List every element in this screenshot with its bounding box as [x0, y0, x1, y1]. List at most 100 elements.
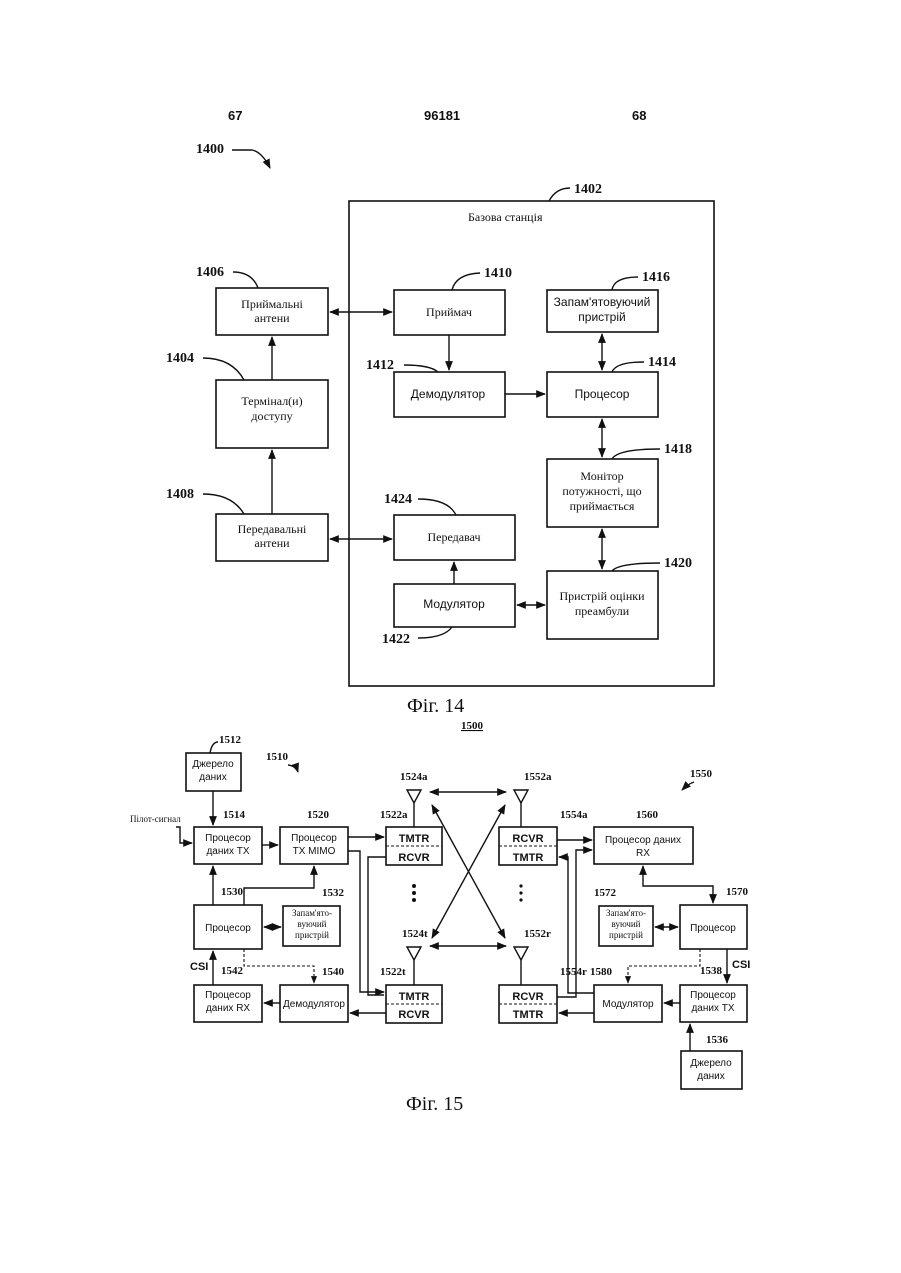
preamble-estimator-ref: 1420	[664, 556, 692, 571]
trx-right-top-ref: 1554a	[560, 809, 588, 821]
figure-15: 1500 1510 1550 1512 Джерело даних Пілот-…	[130, 720, 750, 1115]
trx-right-bottom-rcvr: RCVR	[512, 991, 543, 1003]
tx-antennas-ref: 1408	[166, 487, 194, 502]
rx-data-processor-right-label-1: Процесор даних	[605, 835, 681, 846]
rx-data-processor-right-ref: 1560	[636, 809, 659, 821]
tx-antennas-label-2: антени	[254, 536, 290, 550]
memory-left-label-3: пристрій	[295, 930, 329, 940]
rx-antennas-label-1: Приймальні	[241, 297, 303, 311]
memory-right-label-3: пристрій	[609, 930, 643, 940]
rx-antennas-ref: 1406	[196, 265, 224, 280]
modulator-label: Модулятор	[423, 597, 485, 611]
rx-data-processor-right-label-2: RX	[636, 848, 650, 859]
data-source-left-label-1: Джерело	[192, 759, 234, 770]
demodulator-left-ref: 1540	[322, 966, 345, 978]
csi-left-label: CSI	[190, 961, 208, 973]
fig14-ref-arrow	[232, 150, 270, 168]
trx-left-bottom-ref: 1522t	[380, 966, 406, 978]
tx-data-processor-right-label-2: даних TX	[691, 1003, 734, 1014]
tx-data-processor-left-label-2: даних TX	[206, 846, 249, 857]
power-monitor-ref: 1418	[664, 442, 692, 457]
memory-left-ref: 1532	[322, 887, 345, 899]
antenna-left-bottom-ref: 1524t	[402, 928, 428, 940]
base-station-label: Базова станція	[468, 210, 543, 224]
antenna-right-top-ref: 1552a	[524, 771, 552, 783]
tx-data-processor-right-label-1: Процесор	[690, 990, 736, 1001]
trx-left-top-ref: 1522a	[380, 809, 408, 821]
antenna-left-top-ref: 1524a	[400, 771, 428, 783]
base-station-leader	[549, 188, 570, 201]
memory-right-ref: 1572	[594, 887, 617, 899]
demodulator-label: Демодулятор	[411, 387, 486, 401]
trx-left-top-rcvr: RCVR	[398, 852, 429, 864]
tx-data-processor-right-ref: 1538	[700, 965, 723, 977]
modulator-right-ref: 1580	[590, 966, 613, 978]
transmitter-label: Передавач	[428, 530, 481, 544]
trx-left-bottom-tmtr: TMTR	[399, 991, 430, 1003]
base-station-ref: 1402	[574, 182, 602, 197]
antenna-right-top	[514, 790, 528, 827]
trx-right-bottom-tmtr: TMTR	[513, 1009, 544, 1021]
tx-antennas-label-1: Передавальні	[238, 522, 307, 536]
trx-left-bottom-rcvr: RCVR	[398, 1009, 429, 1021]
memory-ref: 1416	[642, 270, 670, 285]
pilot-label: Пілот-сигнал	[130, 814, 181, 824]
preamble-estimator-label-2: преамбули	[575, 604, 630, 618]
receiver-ref: 1410	[484, 266, 512, 281]
tx-data-processor-left-ref: 1514	[223, 809, 246, 821]
memory-left-label-2: вуючий	[298, 919, 327, 929]
page-number-right: 68	[632, 108, 646, 123]
data-source-right-box	[681, 1051, 742, 1089]
demodulator-ref: 1412	[366, 358, 394, 373]
memory-label-2: пристрій	[578, 310, 625, 324]
patent-number: 96181	[424, 108, 460, 123]
csi-right-label: CSI	[732, 959, 750, 971]
rx-data-processor-left-label-1: Процесор	[205, 990, 251, 1001]
antenna-right-bottom	[514, 947, 528, 985]
antenna-left-bottom	[407, 947, 421, 985]
processor-left-label: Процесор	[205, 923, 251, 934]
fig15-caption: Фіг. 15	[406, 1093, 463, 1115]
data-source-right-label-1: Джерело	[690, 1058, 732, 1069]
access-terminals-label-2: доступу	[251, 409, 292, 423]
processor-right-label: Процесор	[690, 923, 736, 934]
trx-right-top-tmtr: TMTR	[513, 852, 544, 864]
power-monitor-label-2: потужності, що	[562, 484, 641, 498]
access-terminals-ref: 1404	[166, 351, 194, 366]
rx-data-processor-left-ref: 1542	[221, 965, 244, 977]
page-header: 67 96181 68	[228, 108, 646, 123]
processor-label: Процесор	[575, 387, 630, 401]
receiver-label: Приймач	[426, 305, 472, 319]
access-terminals-label-1: Термінал(и)	[241, 394, 302, 408]
tx-mimo-processor-ref: 1520	[307, 809, 330, 821]
memory-label-1: Запам'ятовуючий	[554, 295, 651, 309]
tx-mimo-processor-label-1: Процесор	[291, 833, 337, 844]
data-source-left-ref: 1512	[219, 734, 242, 746]
antenna-right-bottom-ref: 1552r	[524, 928, 551, 940]
antenna-left-top	[407, 790, 421, 827]
fig14-ref-1400: 1400	[196, 142, 224, 157]
processor-right-ref: 1570	[726, 886, 749, 898]
preamble-estimator-label-1: Пристрій оцінки	[560, 589, 646, 603]
fig15-ref-1500: 1500	[461, 720, 484, 732]
tx-mimo-processor-label-2: TX MIMO	[293, 846, 336, 857]
fig14-caption: Фіг. 14	[407, 695, 464, 717]
rx-antennas-label-2: антени	[254, 311, 290, 325]
page-number-left: 67	[228, 108, 242, 123]
power-monitor-label-1: Монітор	[580, 469, 623, 483]
data-source-left-label-2: даних	[199, 772, 227, 783]
modulator-ref: 1422	[382, 632, 410, 647]
data-source-right-ref: 1536	[706, 1034, 729, 1046]
modulator-right-label: Модулятор	[602, 999, 654, 1010]
memory-right-label-1: Запам'ято-	[606, 908, 646, 918]
trx-right-bottom-ref: 1554r	[560, 966, 587, 978]
power-monitor-label-3: приймається	[570, 499, 635, 513]
processor-ref: 1414	[648, 355, 676, 370]
rx-data-processor-left-label-2: даних RX	[206, 1003, 251, 1014]
memory-left-label-1: Запам'ято-	[292, 908, 332, 918]
processor-left-ref: 1530	[221, 886, 244, 898]
memory-right-label-2: вуючий	[612, 919, 641, 929]
trx-left-top-tmtr: TMTR	[399, 833, 430, 845]
data-source-right-label-2: даних	[697, 1071, 725, 1082]
